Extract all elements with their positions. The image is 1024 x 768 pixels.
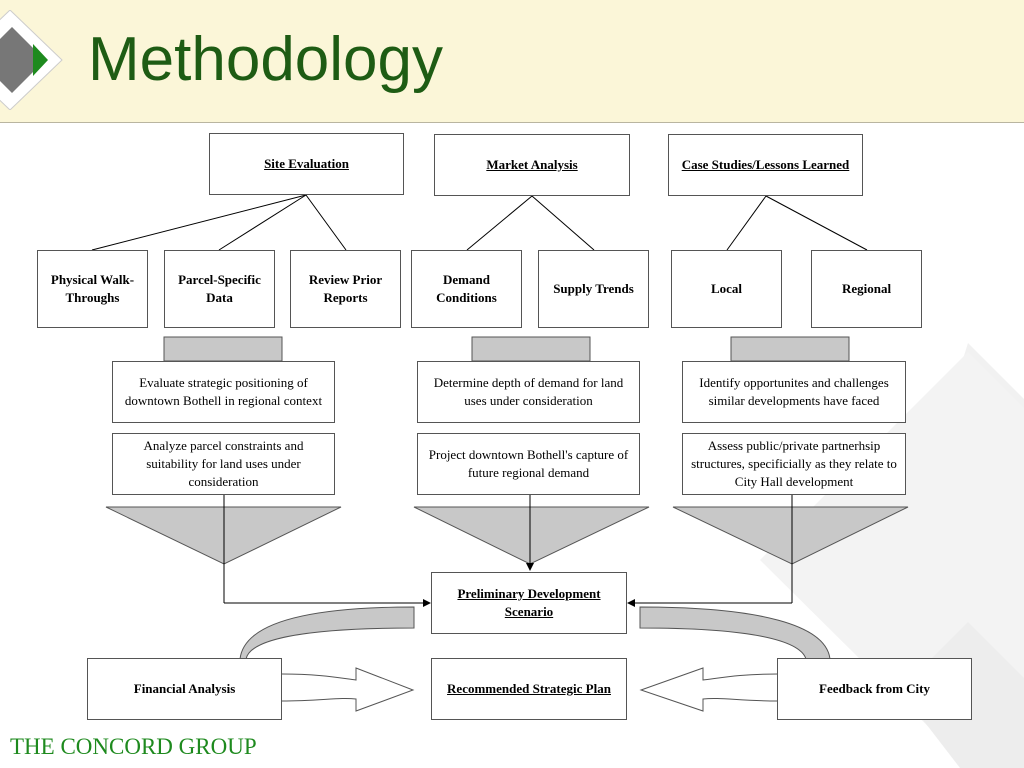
diamond-arrow-logo-icon [0,10,63,110]
slide-header [0,0,1024,123]
tree-lines [91,194,868,251]
site-desc-1-text: Evaluate strategic positioning of downto… [124,375,323,408]
market-analysis-box: Market Analysis [434,134,630,196]
local-box: Local [671,250,782,328]
case-studies-box: Case Studies/Lessons Learned [668,134,863,196]
physical-walkthroughs-box: Physical Walk-Throughs [37,250,148,328]
company-footer: THE CONCORD GROUP [10,734,257,759]
supply-trends-box: Supply Trends [538,250,649,328]
parcel-specific-box: Parcel-Specific Data [164,250,275,328]
review-prior-reports-box: Review Prior Reports [290,250,401,328]
cases-desc-2-text: Assess public/private partnerhsip struct… [691,438,897,489]
funnel-shapes [105,336,909,565]
feedback-from-city-label: Feedback from City [819,681,930,696]
market-desc-1-text: Determine depth of demand for land uses … [433,375,624,408]
preliminary-development-label: Preliminary Development Scenario [457,586,601,619]
regional-label: Regional [841,281,892,296]
recommended-strategic-plan-label: Recommended Strategic Plan [447,681,611,696]
preliminary-development-box: Preliminary Development Scenario [431,572,627,634]
cases-desc-1: Identify opportunites and challenges sim… [682,361,906,423]
demand-conditions-box: Demand Conditions [411,250,522,328]
cases-desc-2: Assess public/private partnerhsip struct… [682,433,906,495]
physical-walkthroughs-label: Physical Walk-Throughs [50,272,135,305]
parcel-specific-label: Parcel-Specific Data [178,272,261,305]
site-desc-1: Evaluate strategic positioning of downto… [112,361,335,423]
site-evaluation-label: Site Evaluation [264,156,349,171]
site-desc-2: Analyze parcel constraints and suitabili… [112,433,335,495]
market-desc-2-text: Project downtown Bothell's capture of fu… [428,447,629,480]
market-desc-2: Project downtown Bothell's capture of fu… [417,433,640,495]
recommended-strategic-plan-box: Recommended Strategic Plan [431,658,627,720]
regional-box: Regional [811,250,922,328]
supply-trends-label: Supply Trends [553,281,634,296]
slide-title: Methodology [88,25,444,94]
cases-desc-1-text: Identify opportunites and challenges sim… [699,375,889,408]
site-desc-2-text: Analyze parcel constraints and suitabili… [143,438,304,489]
demand-conditions-label: Demand Conditions [436,272,497,305]
case-studies-label: Case Studies/Lessons Learned [681,157,850,172]
feedback-from-city-box: Feedback from City [777,658,972,720]
financial-analysis-box: Financial Analysis [87,658,282,720]
market-analysis-label: Market Analysis [486,157,578,172]
financial-analysis-label: Financial Analysis [133,681,236,696]
site-evaluation-box: Site Evaluation [209,133,404,195]
local-label: Local [710,281,743,296]
review-prior-reports-label: Review Prior Reports [308,272,383,305]
market-desc-1: Determine depth of demand for land uses … [417,361,640,423]
